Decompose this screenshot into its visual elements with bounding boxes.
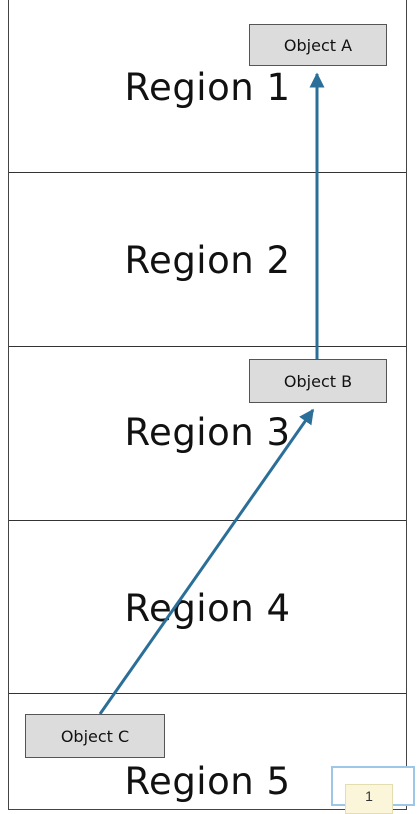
region-2-label: Region 2: [124, 239, 291, 282]
object-c-box: Object C: [25, 714, 165, 758]
object-a-box: Object A: [249, 24, 387, 66]
region-4: Region 4: [9, 521, 406, 694]
region-5-label: Region 5: [124, 760, 291, 803]
object-a-label: Object A: [283, 35, 353, 55]
object-c-label: Object C: [60, 726, 130, 746]
corner-widget[interactable]: 1: [331, 766, 415, 814]
region-4-label: Region 4: [124, 587, 291, 630]
arrow-c-to-b: [98, 408, 315, 715]
region-1: Region 1: [9, 0, 406, 173]
region-2: Region 2: [9, 173, 406, 347]
region-5: Region 5: [9, 694, 406, 810]
diagram-frame: Region 1 Region 2 Region 3 Region 4 Regi…: [8, 0, 407, 810]
object-b-box: Object B: [249, 359, 387, 403]
region-3: Region 3: [9, 347, 406, 521]
corner-widget-badge: 1: [345, 784, 393, 814]
region-3-label: Region 3: [124, 411, 291, 454]
region-1-label: Region 1: [124, 66, 291, 109]
object-b-label: Object B: [283, 371, 353, 391]
